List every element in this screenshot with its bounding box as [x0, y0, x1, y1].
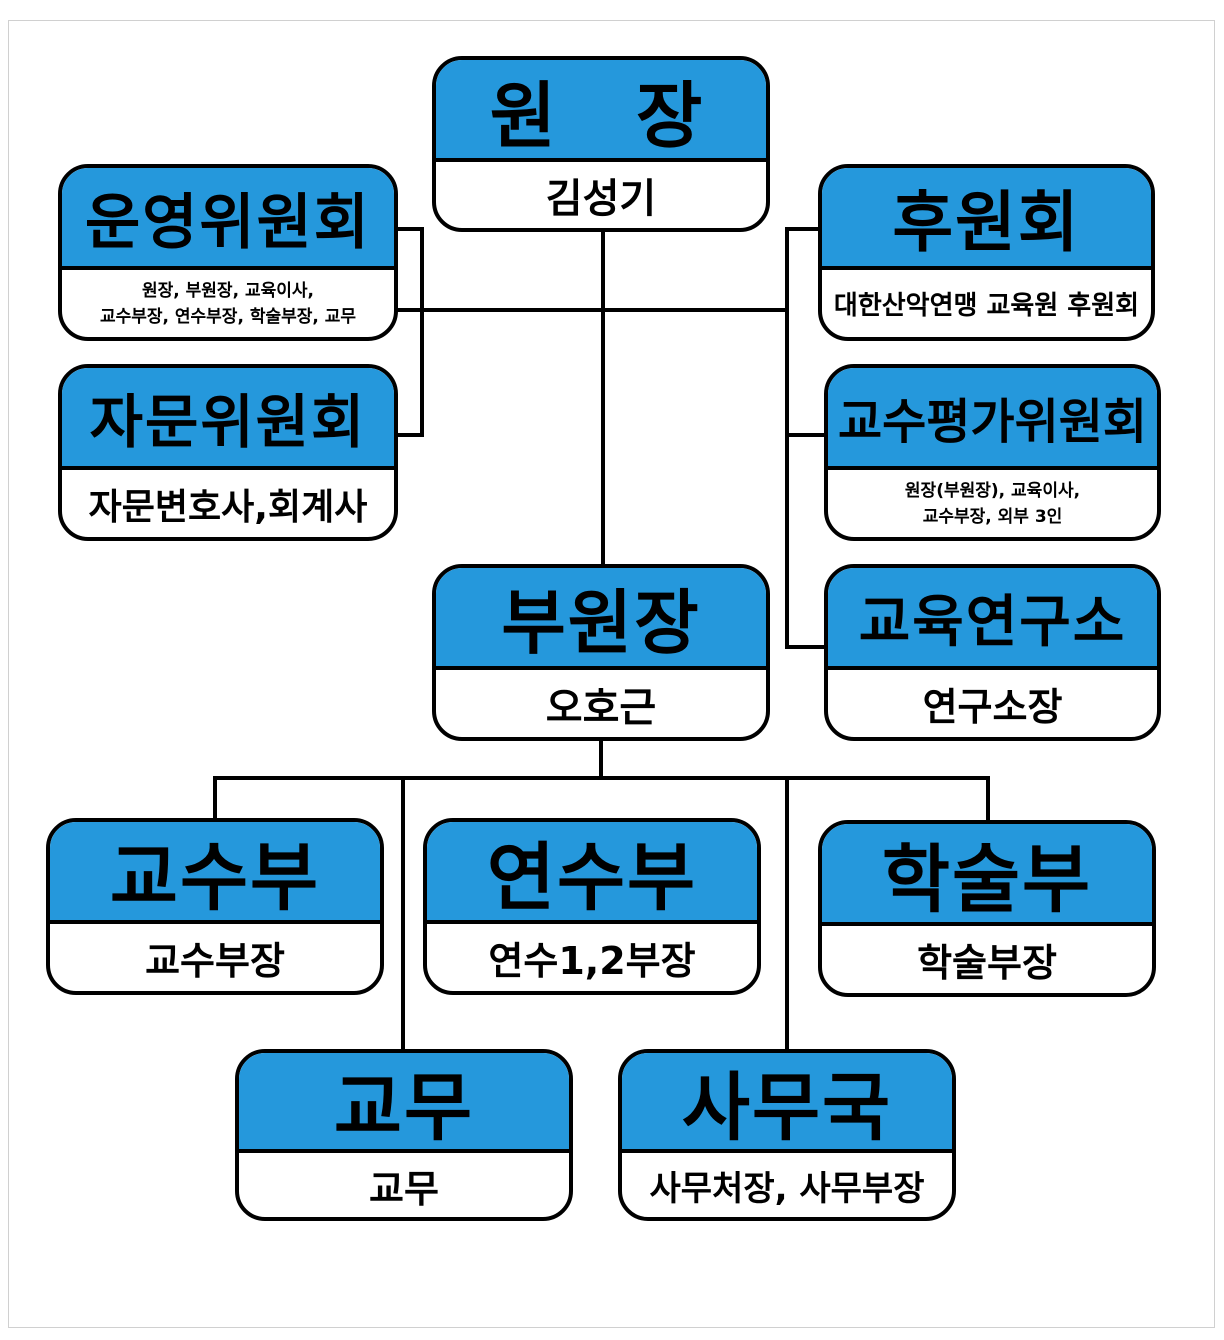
members-line: 원장, 부원장, 교육이사,: [142, 280, 314, 301]
node-evaluation-committee: 교수평가위원회 원장(부원장), 교육이사, 교수부장, 외부 3인: [824, 364, 1161, 541]
node-title: 교수부: [50, 822, 380, 924]
node-head: 교수부장: [145, 939, 285, 983]
node-operations-committee: 운영위원회 원장, 부원장, 교육이사, 교수부장, 연수부장, 학술부장, 교…: [58, 164, 398, 341]
node-secretariat: 사무국 사무처장, 사무부장: [618, 1049, 956, 1221]
node-training-dept: 연수부 연수1,2부장: [423, 818, 761, 995]
node-members: 원장(부원장), 교육이사, 교수부장, 외부 3인: [828, 470, 1157, 537]
node-faculty-dept: 교수부 교수부장: [46, 818, 384, 995]
node-title: 후원회: [822, 168, 1151, 270]
node-title: 사무국: [622, 1053, 952, 1153]
node-person: 오호근: [545, 684, 657, 731]
node-members: 원장, 부원장, 교육이사, 교수부장, 연수부장, 학술부장, 교무: [62, 270, 394, 337]
node-title: 원 장: [436, 60, 766, 162]
members-line: 원장(부원장), 교육이사,: [904, 480, 1081, 501]
node-title: 교육연구소: [828, 568, 1157, 670]
node-director: 원 장 김성기: [432, 56, 770, 232]
members-line: 교수부장, 연수부장, 학술부장, 교무: [99, 306, 357, 327]
node-vice-director: 부원장 오호근: [432, 564, 770, 741]
node-head: 연수1,2부장: [488, 939, 696, 983]
node-advisory-committee: 자문위원회 자문변호사,회계사: [58, 364, 398, 541]
node-academic-affairs: 교무 교무: [235, 1049, 573, 1221]
node-research-institute: 교육연구소 연구소장: [824, 564, 1161, 741]
node-title: 부원장: [436, 568, 766, 670]
node-title: 학술부: [822, 824, 1152, 926]
node-head: 연구소장: [922, 685, 1063, 729]
node-title: 교무: [239, 1053, 569, 1153]
node-head: 학술부장: [917, 941, 1057, 985]
node-person: 김성기: [545, 176, 657, 222]
node-head: 교무: [369, 1166, 439, 1211]
members-line: 교수부장, 외부 3인: [922, 506, 1063, 527]
node-title: 자문위원회: [62, 368, 394, 470]
diagram-frame: [8, 20, 1215, 1328]
node-support-association: 후원회 대한산악연맹 교육원 후원회: [818, 164, 1155, 341]
node-title: 연수부: [427, 822, 757, 924]
node-members: 자문변호사,회계사: [88, 486, 368, 528]
node-desc: 대한산악연맹 교육원 후원회: [833, 291, 1140, 321]
node-title: 운영위원회: [62, 168, 394, 270]
node-academic-dept: 학술부 학술부장: [818, 820, 1156, 997]
node-head: 사무처장, 사무부장: [649, 1168, 925, 1209]
node-title: 교수평가위원회: [828, 368, 1157, 470]
